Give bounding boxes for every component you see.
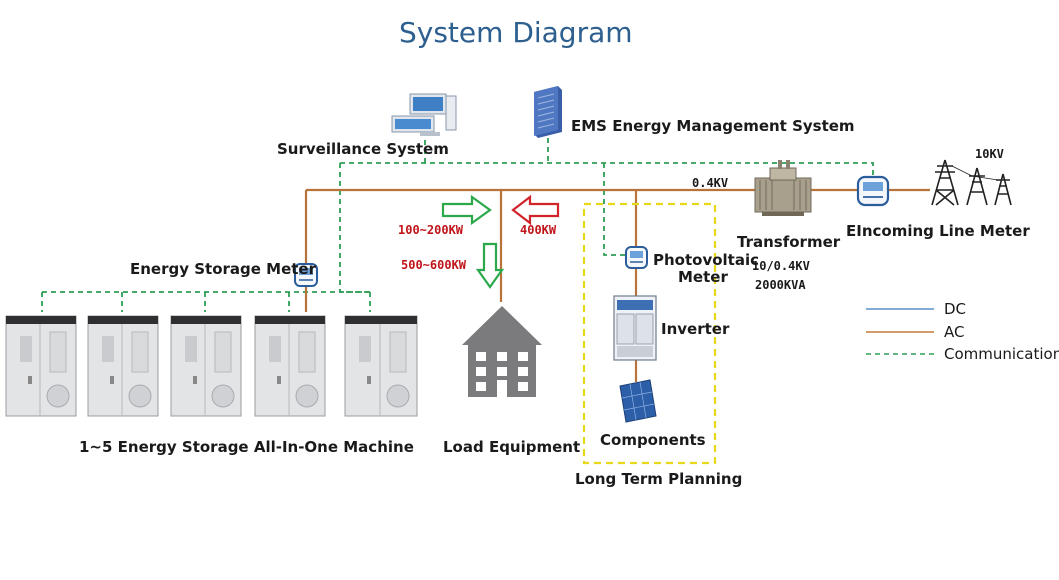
ac-lines	[304, 188, 930, 382]
components-label: Components	[600, 431, 706, 449]
pv-meter-label-1: Photovoltaic	[653, 251, 760, 269]
storage-machines	[5, 315, 418, 417]
long-term-planning-box	[582, 202, 717, 465]
transformer-ratio: 10/0.4KV	[752, 259, 810, 273]
pv-meter-icon	[625, 246, 648, 269]
long-term-label: Long Term Planning	[575, 470, 743, 488]
comm-pv-drop	[603, 163, 628, 256]
legend-dc-label: DC	[944, 300, 967, 318]
power-load-label: 500~600KW	[401, 258, 467, 272]
transformer-label: Transformer	[737, 233, 841, 251]
incoming-meter-icon	[856, 175, 890, 207]
bus-voltage-label: 0.4KV	[692, 176, 729, 190]
legend-lines	[866, 308, 934, 355]
solar-panel-icon	[619, 379, 657, 423]
storage-meter-icon	[294, 263, 318, 287]
storage-machine-5	[344, 315, 418, 417]
transformer-icon	[754, 160, 812, 216]
storage-machine-4	[254, 315, 326, 417]
pv-meter-label-2: Meter	[678, 268, 728, 286]
arrow-right-green	[441, 194, 492, 226]
incoming-meter-label: EIncoming Line Meter	[846, 222, 1030, 240]
transmission-tower-icon	[931, 159, 1012, 206]
surveillance-computer-icon	[391, 93, 457, 136]
surveillance-label: Surveillance System	[277, 140, 449, 158]
comm-to-storage	[339, 163, 370, 293]
arrow-down-green	[475, 242, 505, 289]
storage-machines-label: 1~5 Energy Storage All-In-One Machine	[79, 438, 414, 456]
load-label: Load Equipment	[443, 438, 581, 456]
inverter-label: Inverter	[661, 320, 730, 338]
communication-lines	[41, 138, 874, 312]
legend-comm-label: Communication	[944, 345, 1059, 363]
power-in-label: 100~200KW	[398, 223, 464, 237]
grid-voltage-label: 10KV	[975, 147, 1004, 161]
power-out-label: 400KW	[520, 223, 557, 237]
page-title: System Diagram	[399, 16, 633, 49]
inverter-icon	[613, 295, 657, 361]
transformer-rating: 2000KVA	[755, 278, 806, 292]
storage-machine-1	[5, 315, 77, 417]
ems-label: EMS Energy Management System	[571, 117, 855, 135]
building-icon	[462, 306, 542, 397]
comm-main-bus	[340, 162, 874, 178]
storage-machine-2	[87, 315, 159, 417]
arrow-left-red	[511, 194, 560, 226]
ems-server-icon	[534, 86, 562, 138]
storage-meter-label: Energy Storage Meter	[130, 260, 317, 278]
legend-ac-label: AC	[944, 323, 965, 341]
storage-machine-3	[170, 315, 242, 417]
